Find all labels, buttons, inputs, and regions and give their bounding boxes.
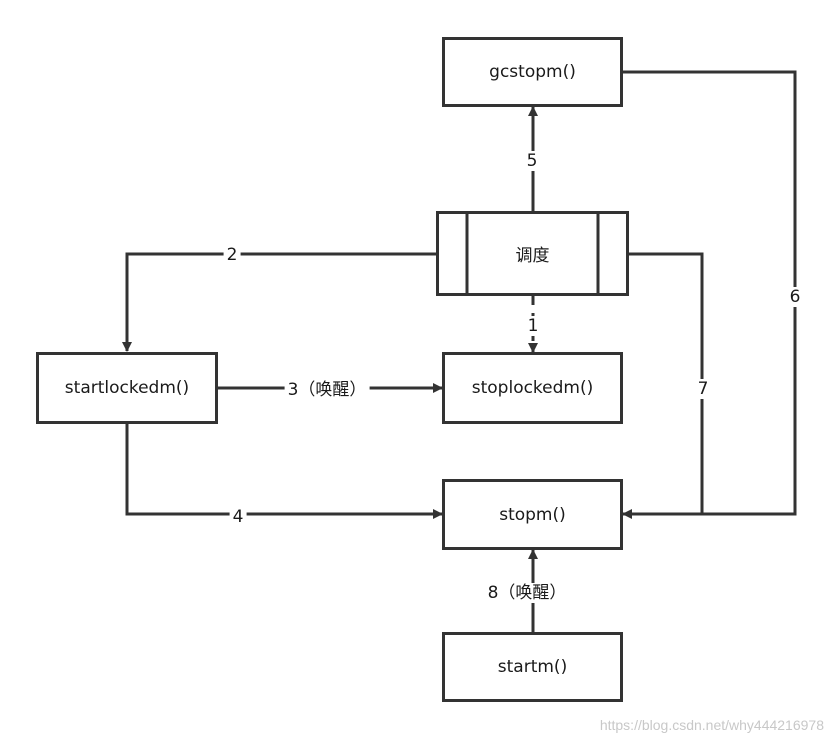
node-startm-label: startm() <box>497 657 568 677</box>
node-startlockedm-label: startlockedm() <box>64 378 190 398</box>
node-startlockedm: startlockedm() <box>36 352 218 424</box>
edge-label-5: 5 <box>523 151 541 171</box>
node-schedule: 调度 <box>436 211 629 296</box>
edge-label-2: 2 <box>223 245 241 265</box>
node-stoplockedm-label: stoplockedm() <box>471 378 594 398</box>
edge-label-6: 6 <box>786 287 804 307</box>
edge-label-1: 1 <box>524 316 542 336</box>
node-gcstopm-label: gcstopm() <box>489 62 576 82</box>
edge-label-8: 8（唤醒） <box>484 583 570 603</box>
edge-label-4: 4 <box>229 507 247 527</box>
edge-7-line <box>628 252 704 514</box>
node-stoplockedm: stoplockedm() <box>442 352 623 424</box>
node-schedule-label: 调度 <box>515 246 550 266</box>
edge-4-line <box>125 424 443 519</box>
edge-2-line <box>122 252 437 352</box>
node-stopm: stopm() <box>442 479 623 550</box>
watermark: https://blog.csdn.net/why444216978 <box>599 717 824 733</box>
edge-label-7: 7 <box>694 379 712 399</box>
node-stopm-label: stopm() <box>499 504 566 525</box>
edge-label-3: 3（唤醒） <box>284 380 370 400</box>
edge-6-line <box>622 70 797 519</box>
node-gcstopm: gcstopm() <box>442 37 623 107</box>
node-startm: startm() <box>442 632 623 702</box>
